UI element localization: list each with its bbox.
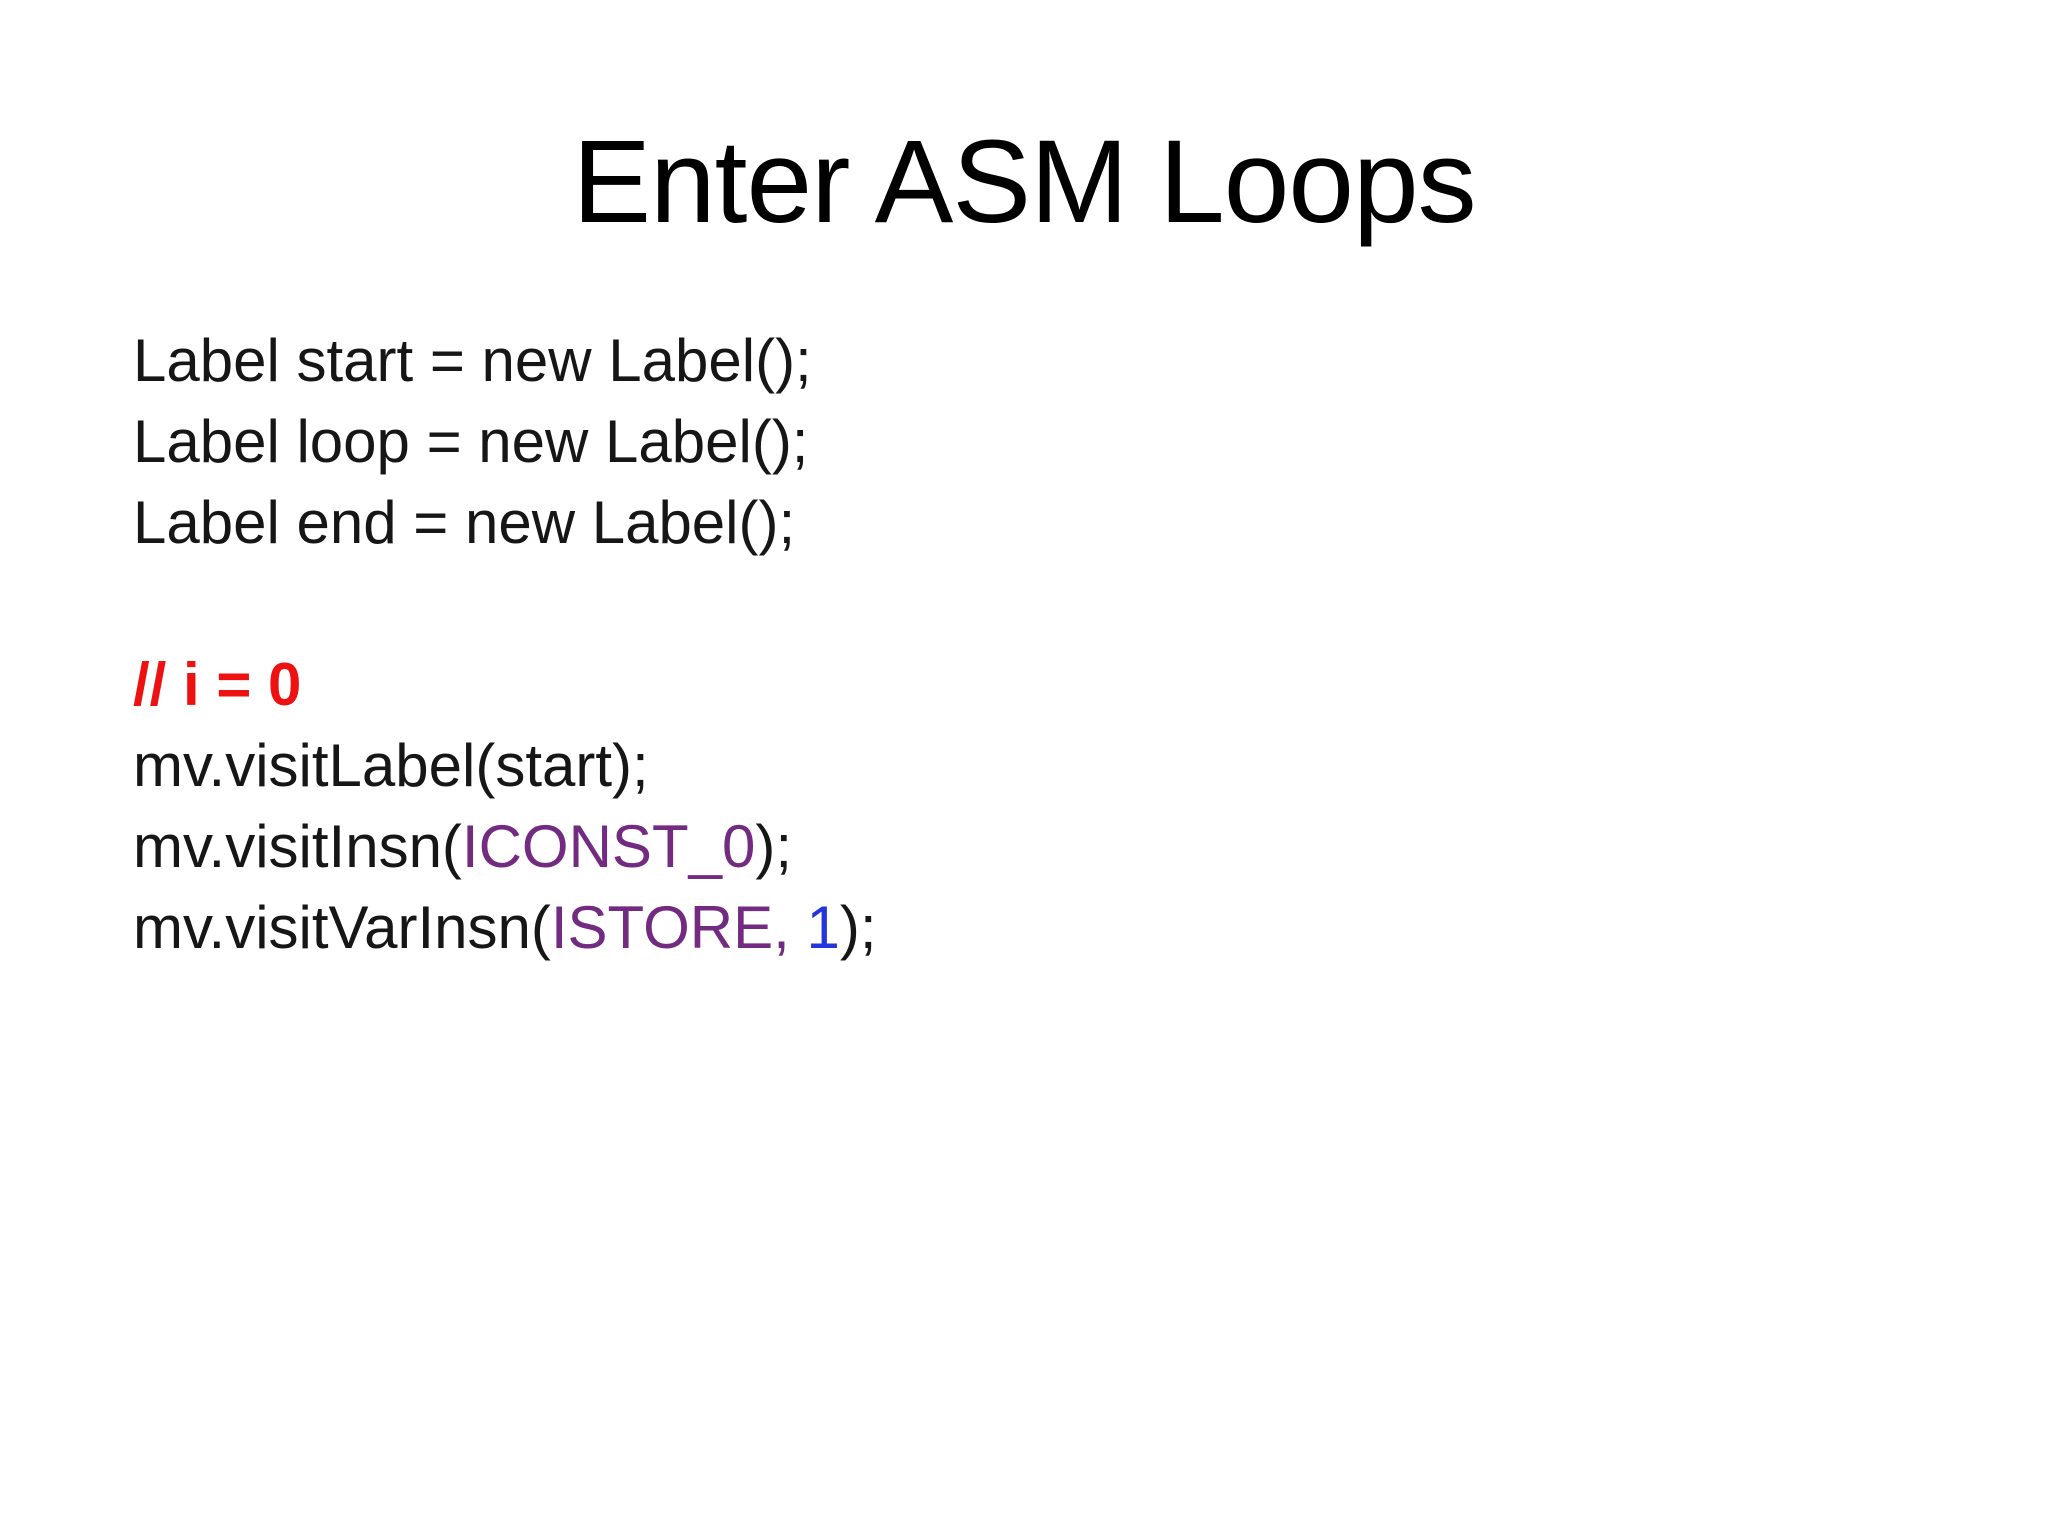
code-line-comment: // i = 0 bbox=[133, 644, 877, 725]
code-text: mv.visitInsn( bbox=[133, 813, 462, 880]
code-line: Label start = new Label(); bbox=[133, 320, 877, 401]
code-text: mv.visitLabel(start); bbox=[133, 732, 649, 799]
code-opcode-text: ISTORE, bbox=[550, 894, 790, 961]
code-text: ); bbox=[839, 894, 877, 961]
code-text: Label end = new Label(); bbox=[133, 489, 796, 556]
code-opcode-text: ICONST_0 bbox=[461, 813, 756, 880]
code-text: Label start = new Label(); bbox=[133, 327, 812, 394]
code-line: Label end = new Label(); bbox=[133, 482, 877, 563]
code-text: mv.visitVarInsn( bbox=[133, 894, 551, 961]
code-line: Label loop = new Label(); bbox=[133, 401, 877, 482]
code-number-text: 1 bbox=[806, 894, 840, 961]
code-text: Label loop = new Label(); bbox=[133, 408, 809, 475]
code-text: ); bbox=[755, 813, 792, 880]
code-text bbox=[790, 894, 807, 961]
code-line-blank bbox=[133, 563, 877, 644]
code-block: Label start = new Label(); Label loop = … bbox=[133, 320, 877, 968]
code-line: mv.visitLabel(start); bbox=[133, 725, 877, 806]
slide-title: Enter ASM Loops bbox=[572, 116, 1476, 248]
code-comment-text: // i = 0 bbox=[133, 651, 302, 718]
code-line: mv.visitVarInsn(ISTORE, 1); bbox=[133, 887, 877, 968]
code-line: mv.visitInsn(ICONST_0); bbox=[133, 806, 877, 887]
